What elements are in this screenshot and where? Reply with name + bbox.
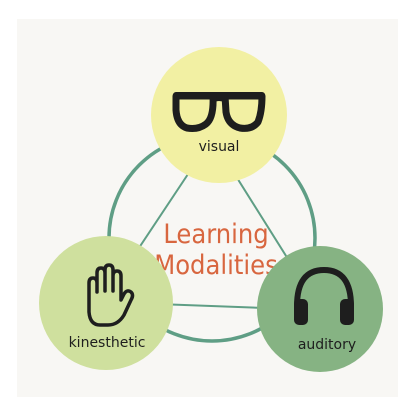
kinesthetic-label: kinesthetic [69, 335, 146, 351]
node-kinesthetic: kinesthetic [39, 236, 173, 370]
auditory-label: auditory [298, 337, 356, 353]
title-line-2: Modalities [154, 250, 278, 281]
eyeglasses-icon [172, 92, 266, 132]
node-auditory: auditory [257, 246, 383, 372]
visual-circle [151, 47, 287, 183]
title-line-1: Learning [163, 219, 268, 250]
inner-triangle [101, 136, 322, 312]
node-visual: visual [151, 47, 287, 183]
headphones-icon [294, 266, 354, 325]
kinesthetic-circle [39, 236, 173, 370]
auditory-circle [257, 246, 383, 372]
raised-hand-icon [87, 263, 135, 327]
visual-label: visual [199, 139, 240, 155]
